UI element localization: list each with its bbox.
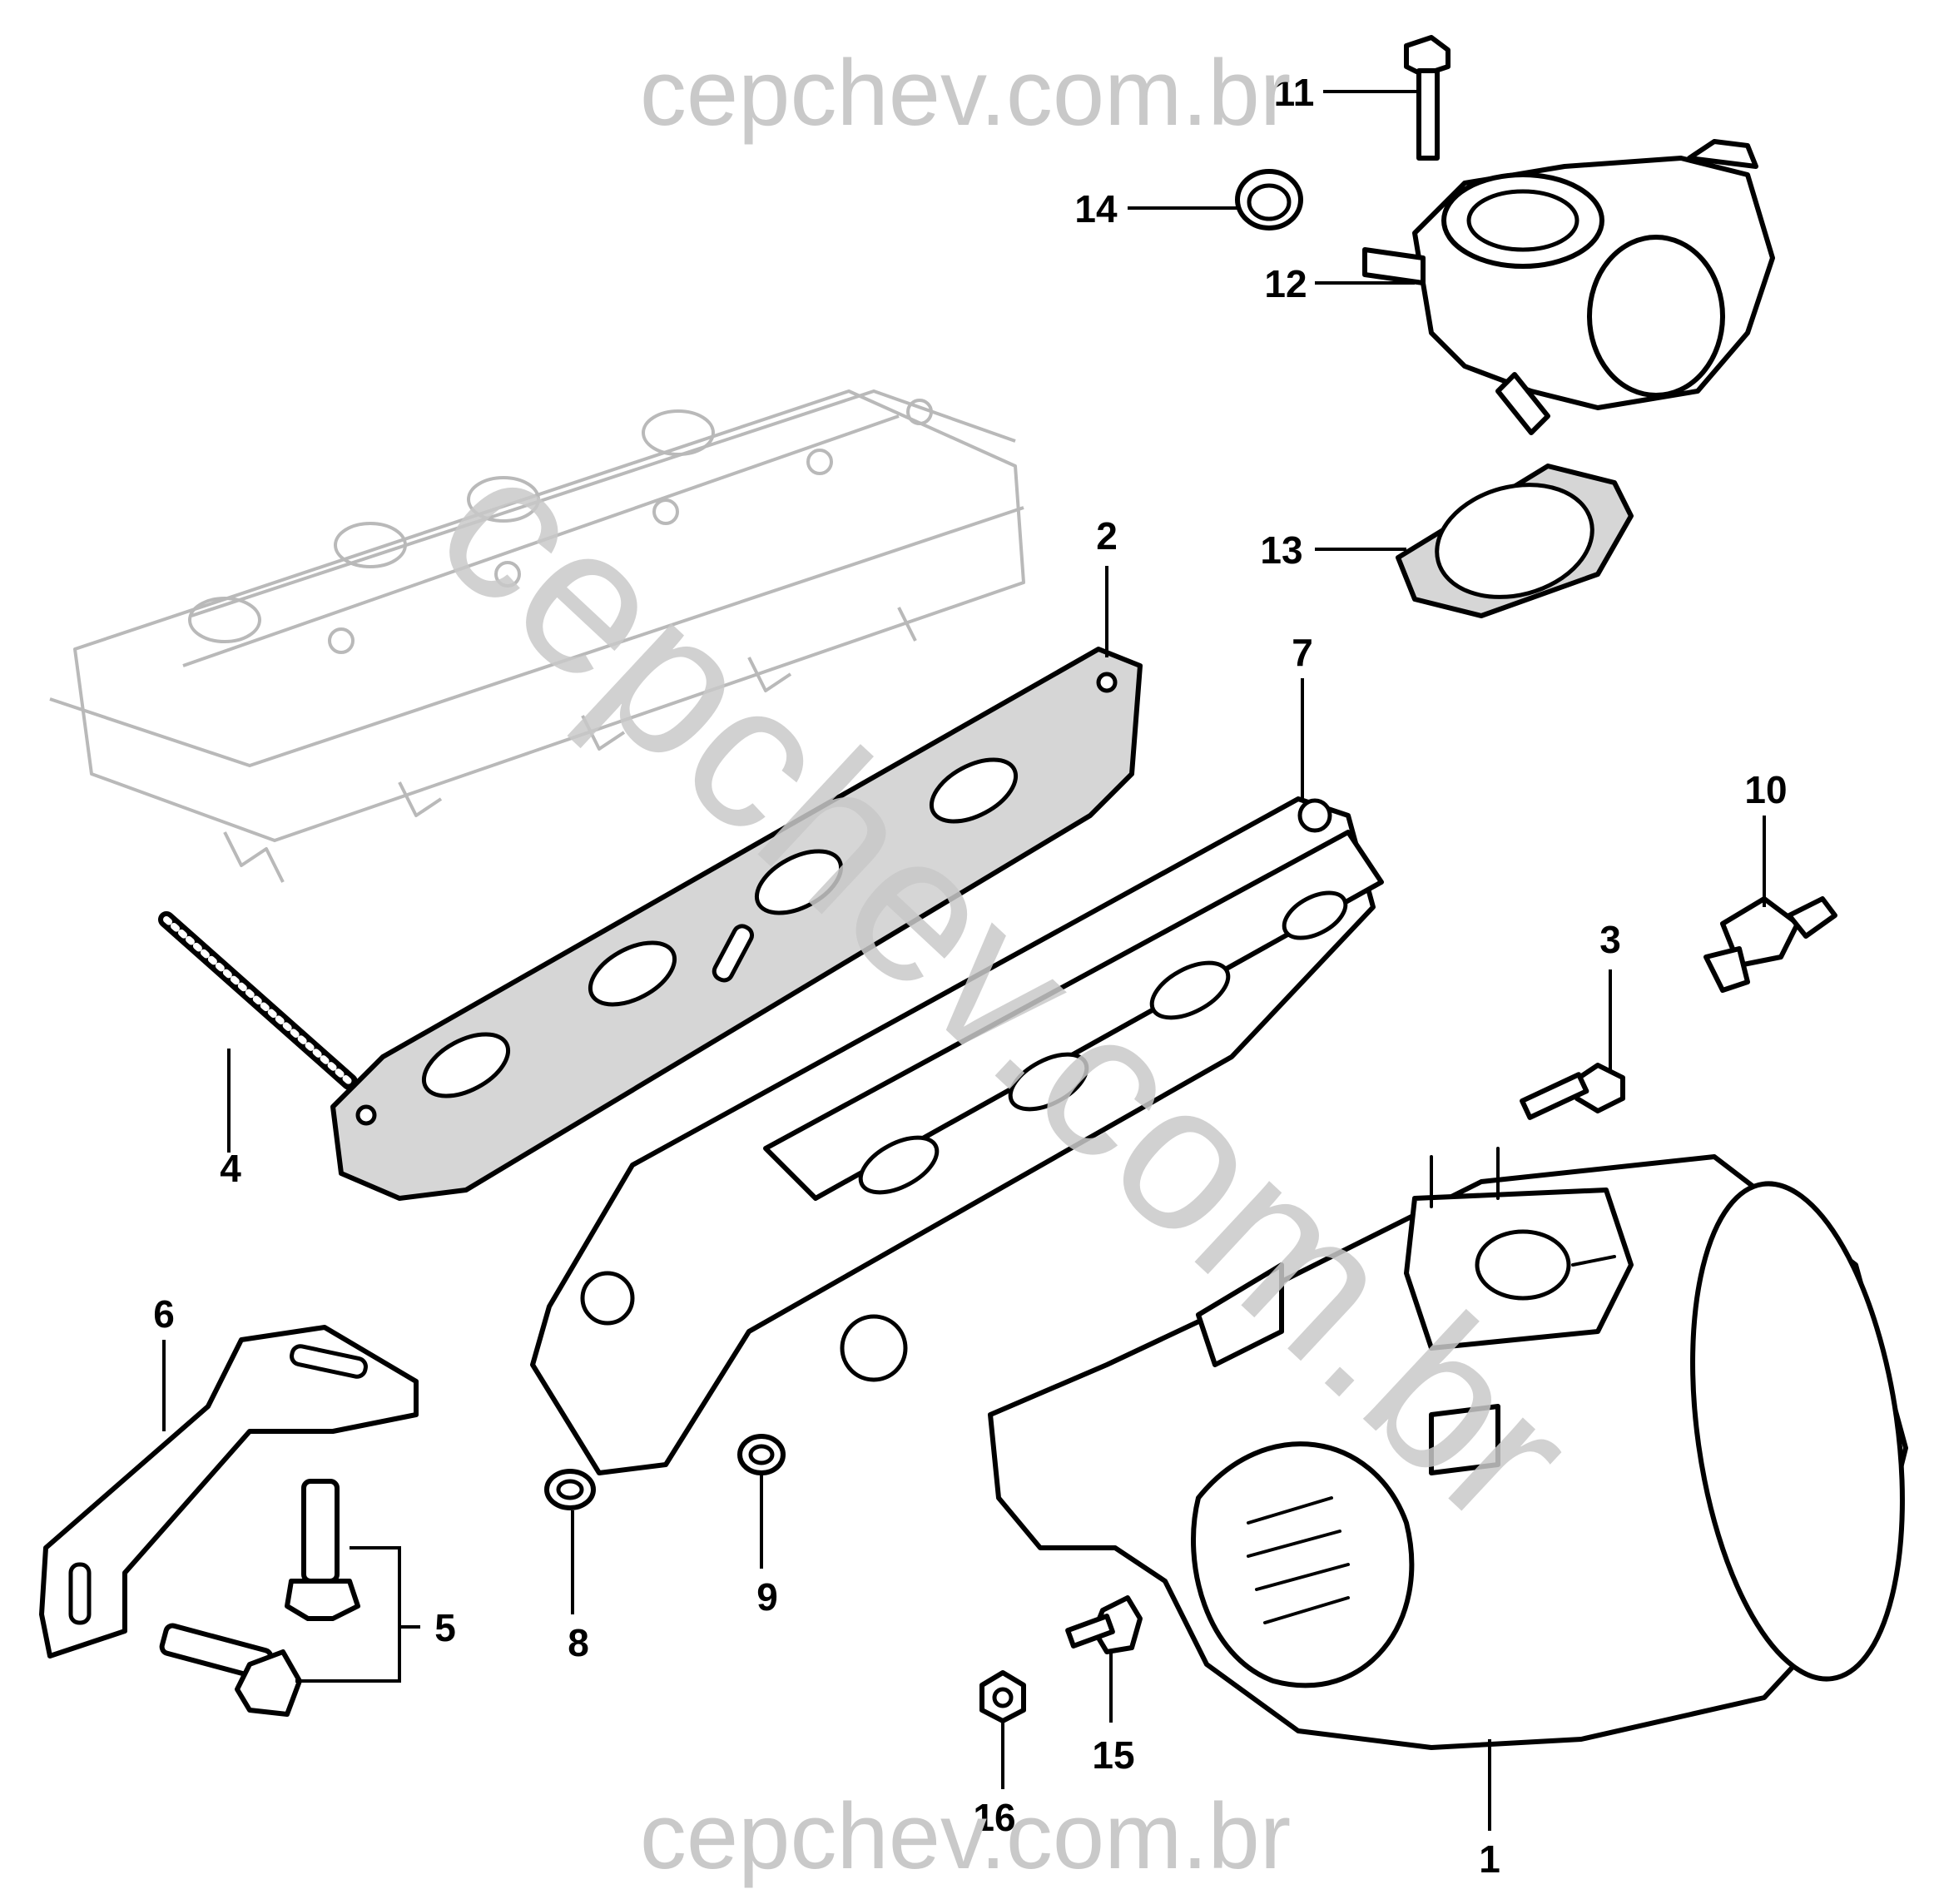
part-13-throttle-gasket [1396, 464, 1634, 618]
part-9-o-ring [737, 1434, 786, 1475]
part-14-hose-clamp [1235, 169, 1303, 231]
watermark-bottom: cepchev.com.br [640, 1784, 1291, 1888]
callout-6: 6 [153, 1292, 175, 1336]
callout-14: 14 [1074, 187, 1118, 231]
callout-10: 10 [1744, 768, 1787, 811]
part-7-intake-manifold-lower [530, 796, 1384, 1475]
callout-5: 5 [434, 1606, 456, 1649]
part-16-nut [979, 1670, 1026, 1723]
callout-15: 15 [1092, 1733, 1134, 1777]
callout-13: 13 [1260, 528, 1302, 572]
callout-7: 7 [1292, 631, 1313, 674]
callout-numbers: 1 2 3 4 5 6 7 8 9 10 11 12 13 14 15 16 [153, 71, 1787, 1881]
part-11-bolt [1404, 35, 1450, 161]
callout-4: 4 [220, 1147, 241, 1190]
callout-11: 11 [1274, 71, 1315, 114]
part-5-bolts [159, 1479, 360, 1717]
part-6-bracket [39, 1325, 419, 1659]
leader-lines [162, 90, 1766, 1831]
part-1-intake-plenum [988, 1147, 1908, 1750]
callout-12: 12 [1264, 262, 1307, 305]
part-3-bolt [1520, 1063, 1625, 1120]
callout-1: 1 [1479, 1837, 1500, 1881]
cylinder-head-outline [49, 389, 1025, 883]
part-2-intake-gasket [330, 647, 1143, 1201]
part-10-sensor [1703, 896, 1837, 993]
part-12-throttle-body [1362, 139, 1775, 435]
callout-9: 9 [756, 1575, 778, 1619]
callout-16: 16 [973, 1796, 1015, 1839]
callout-2: 2 [1096, 514, 1118, 558]
part-8-o-ring [544, 1469, 596, 1510]
part-15-bolt [1065, 1595, 1143, 1654]
part-4-stud [158, 911, 358, 1090]
watermark-top: cepchev.com.br [640, 41, 1291, 145]
callout-3: 3 [1599, 918, 1621, 961]
callout-8: 8 [568, 1621, 589, 1664]
